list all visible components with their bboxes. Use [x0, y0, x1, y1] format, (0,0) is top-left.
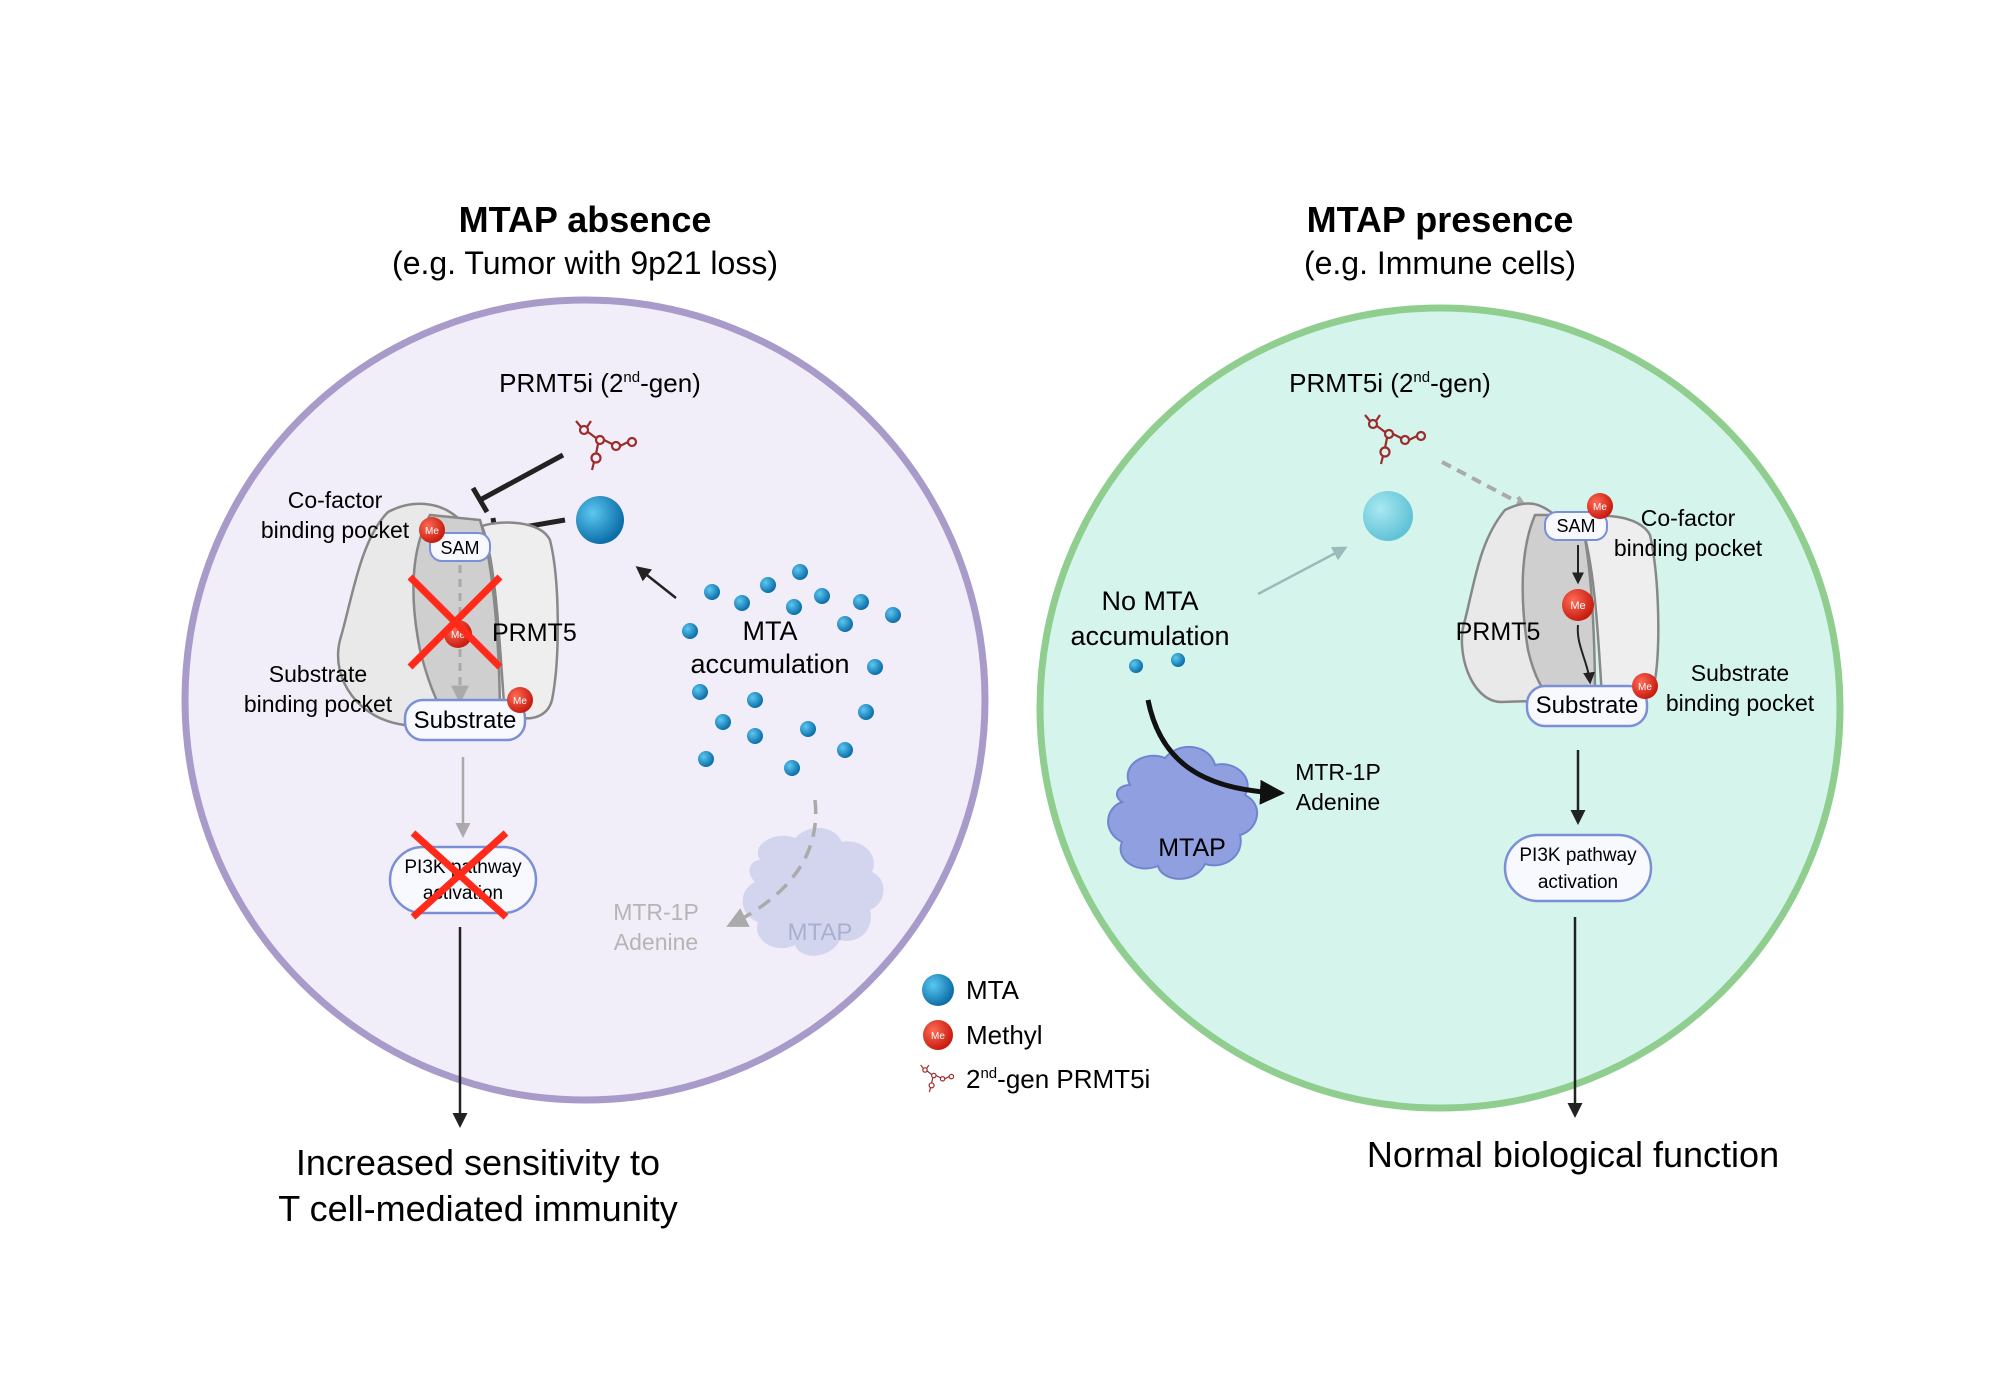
right-mtap-enzyme [1107, 745, 1259, 880]
left-product-2: Adenine [614, 929, 698, 955]
right-mta-dot-1 [1129, 659, 1143, 673]
right-product-2: Adenine [1296, 789, 1380, 815]
right-mta-unbound [1363, 491, 1413, 541]
left-mtap-label: MTAP [788, 919, 853, 946]
right-prmt5-protein [1460, 502, 1660, 704]
legend-methyl-label: Methyl [966, 1020, 1043, 1050]
right-title: MTAP presence [1307, 199, 1574, 240]
left-product-1: MTR-1P [613, 899, 699, 925]
left-cofactor-me-text: Me [425, 526, 439, 537]
right-cofactor-label-1: Co-factor [1641, 505, 1736, 531]
right-sam-pill [1544, 511, 1608, 541]
legend-methyl-swatch [923, 1020, 953, 1050]
right-product-1: MTR-1P [1295, 759, 1381, 785]
right-no-mta-2: accumulation [1070, 621, 1229, 651]
right-outcome: Normal biological function [1367, 1134, 1779, 1175]
left-outcome-1: Increased sensitivity to [296, 1142, 660, 1183]
left-sam-pill [429, 532, 491, 562]
right-cofactor-methyl [1587, 493, 1613, 519]
left-substrate-pocket-2: binding pocket [244, 691, 393, 717]
right-substrate-pocket-2: binding pocket [1666, 690, 1815, 716]
right-mtap-label: MTAP [1158, 834, 1226, 862]
left-cofactor-label-2: binding pocket [261, 517, 410, 543]
left-title: MTAP absence [459, 199, 712, 240]
legend-drug-label: 2nd-gen PRMT5i [966, 1064, 1150, 1094]
right-substrate-pocket-1: Substrate [1691, 660, 1789, 686]
mta-accumulation-dots [682, 564, 901, 776]
left-drug-inhibition [478, 452, 565, 503]
right-transfer-me-text: Me [1570, 600, 1585, 612]
left-panel: MTAP absence (e.g. Tumor with 9p21 loss)… [181, 199, 989, 1229]
right-substrate-text: Substrate [1536, 692, 1639, 719]
left-mta-label-2: accumulation [690, 649, 849, 679]
left-subtitle: (e.g. Tumor with 9p21 loss) [392, 245, 778, 281]
left-transfer-me-text: Me [451, 630, 465, 641]
left-mta-label-1: MTA [743, 616, 798, 646]
left-substrate-methyl [507, 687, 533, 713]
left-prmt5-label: PRMT5 [492, 619, 577, 647]
right-pi3k-line2: activation [1538, 872, 1618, 893]
left-sam-label: SAM [440, 538, 479, 558]
left-mta-bound [576, 496, 624, 544]
left-cofactor-label-1: Co-factor [288, 487, 383, 513]
left-substrate-pocket-1: Substrate [269, 661, 367, 687]
left-substrate-pill [403, 698, 527, 742]
right-cofactor-label-2: binding pocket [1614, 535, 1763, 561]
legend: MTA Me Methyl 2nd-gen PRMT5i [919, 974, 1150, 1094]
right-cofactor-me-text: Me [1593, 502, 1607, 513]
left-mtap-faded-reaction [726, 799, 818, 927]
right-prmt5-label: PRMT5 [1456, 618, 1541, 646]
right-drug-label: PRMT5i (2nd-gen) [1289, 368, 1491, 398]
left-drug-label: PRMT5i (2nd-gen) [499, 368, 701, 398]
left-mta-binding-arrow [635, 566, 677, 599]
right-pi3k-pill [1503, 833, 1653, 903]
left-substrate-me-text: Me [513, 696, 527, 707]
legend-methyl-me-text: Me [931, 1031, 945, 1042]
legend-mta-swatch [922, 974, 954, 1006]
legend-mta-label: MTA [966, 975, 1020, 1005]
right-substrate-methyl [1632, 673, 1658, 699]
right-substrate-pill [1525, 684, 1649, 728]
left-pathway-block-cross [410, 830, 509, 920]
immune-cell [1036, 304, 1844, 1112]
right-transfer-methyl [1562, 589, 1594, 621]
right-substrate-me-text: Me [1638, 682, 1652, 693]
right-mta-dot-2 [1171, 653, 1185, 667]
left-mtap-faded [742, 827, 884, 956]
right-subtitle: (e.g. Immune cells) [1304, 245, 1576, 281]
right-mtap-reaction [1145, 699, 1285, 805]
left-outcome-2: T cell-mediated immunity [278, 1188, 677, 1229]
right-sam-label: SAM [1556, 516, 1595, 536]
right-pi3k-line1: PI3K pathway [1519, 845, 1637, 866]
left-methylation-block-cross [407, 574, 503, 670]
left-cofactor-methyl [419, 517, 445, 543]
legend-drug-swatch [919, 1064, 955, 1093]
right-panel: MTAP presence (e.g. Immune cells) PRMT5i… [1036, 199, 1844, 1175]
left-substrate-text: Substrate [414, 707, 517, 734]
right-no-mta-1: No MTA [1101, 586, 1198, 616]
